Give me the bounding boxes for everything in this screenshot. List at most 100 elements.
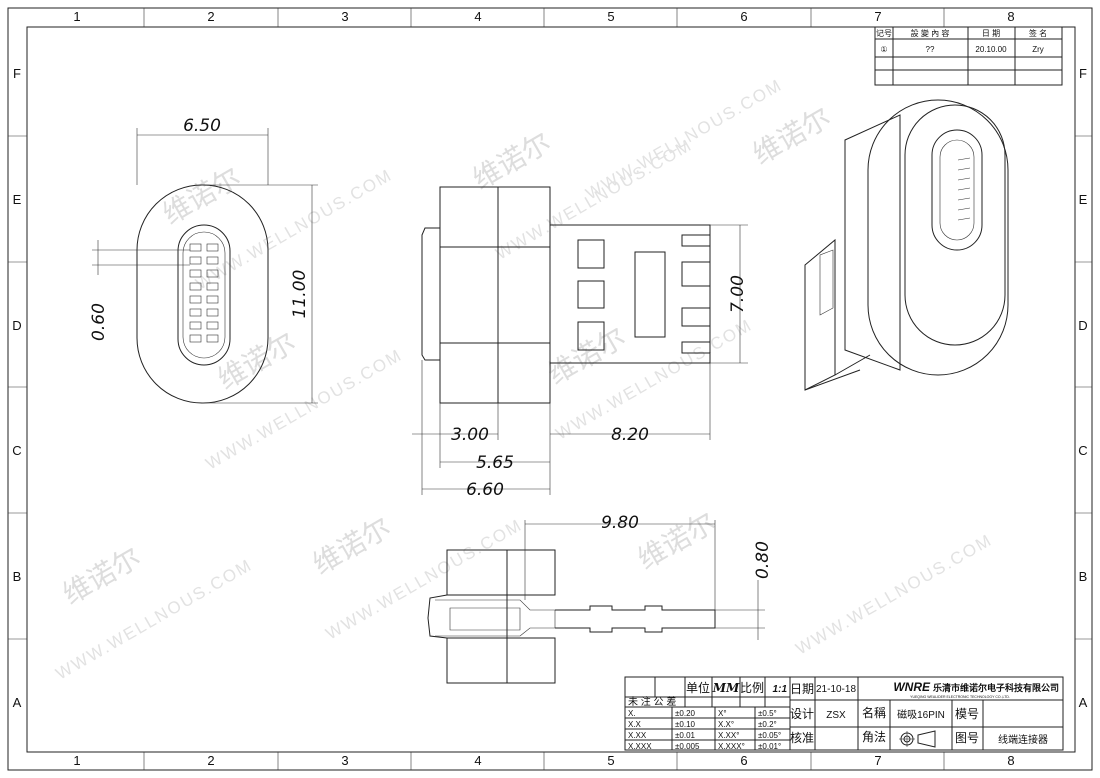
mold-label: 模号 [955,707,979,721]
zone-row-label: D [1078,318,1087,333]
tolerance-cell: ±0.5° [758,709,777,718]
pin-contact [206,282,219,291]
revision-cell: ① [880,45,887,54]
unit-value: MM [712,681,740,695]
tolerance-cell: ±0.01 [675,731,696,740]
revision-header: 設 變 內 容 [911,28,950,38]
front-view: 6.50 11.00 0.60 [89,116,318,404]
watermark-cn: 维诺尔 [57,540,146,611]
watermark-cn: 维诺尔 [212,325,301,396]
pin-contact [206,321,219,330]
revision-table: 记号 設 變 內 容 日 期 签 名 ① ?? 20.10.00 Zry [874,26,1063,86]
pin-contact [206,308,219,317]
company-name-en: YUEQING WEALIDER ELECTRONIC TECHNOLOGY C… [910,695,1010,699]
tolerance-label: 未 注 公 差 [628,695,676,708]
zone-row-label: C [1078,443,1087,458]
pin-contact [206,334,219,343]
pin-contact [189,256,202,265]
dimension-label: 0.80 [753,541,773,579]
tolerance-cell: X° [718,709,727,718]
dimension-label: 3.00 [451,425,489,445]
tolerance-cell: X.XXX° [718,742,745,751]
dimension-label: 5.65 [476,453,514,473]
watermark-cn: 维诺尔 [467,125,556,196]
zone-column-label: 4 [474,9,481,24]
revision-header: 记号 [876,29,892,38]
name-label: 名稱 [862,705,886,720]
zone-row-label: A [1079,695,1088,710]
dimension-label: 8.20 [611,425,649,445]
revision-header: 签 名 [1029,28,1047,38]
pin-contact [206,256,219,265]
tolerance-cell: X.X [628,720,642,729]
zone-row-label: C [12,443,21,458]
tolerance-cell: ±0.10 [675,720,696,729]
zone-column-label: 7 [874,9,881,24]
tolerance-cell: ±0.2° [758,720,777,729]
dimension-label: 6.60 [466,480,504,500]
zone-row-label: F [13,66,21,81]
outer-frame [7,7,1093,771]
revision-cell: ?? [926,45,935,54]
pin-contact [206,243,219,252]
scale-value: 1:1 [773,684,788,695]
side-view: 3.00 8.20 5.65 6.60 7.00 [412,186,748,500]
pin-contact [189,321,202,330]
pin-contact [189,308,202,317]
isometric-view [804,99,1009,391]
watermark-cn: 维诺尔 [157,160,246,231]
pin-contact [189,334,202,343]
scale-label: 比例 [740,681,764,695]
approve-label: 核准 [790,731,814,745]
dimension-label: 0.60 [89,303,109,341]
zone-column-label: 6 [740,753,747,768]
zone-row-label: E [13,192,22,207]
zone-column-label: 7 [874,753,881,768]
projection-label: 角法 [862,730,886,744]
tolerance-cell: X.XXX [628,742,652,751]
zone-column-label: 5 [607,753,614,768]
zone-column-label: 2 [207,753,214,768]
pin-contact [189,282,202,291]
zone-row-label: B [13,569,22,584]
zone-row-label: F [1079,66,1087,81]
zone-column-label: 3 [341,9,348,24]
tolerance-cell: X.XX [628,731,647,740]
name-value: 磁吸16PIN [897,708,945,721]
pin-contact [189,295,202,304]
tolerance-cell: ±0.01° [758,742,781,751]
zone-row-label: B [1079,569,1088,584]
watermark-url: WWW.WELLNOUS.COM [553,315,756,443]
tolerance-cell: X. [628,709,636,718]
revision-header: 日 期 [982,29,1000,38]
zone-column-label: 1 [73,9,80,24]
dimension-label: 9.80 [601,513,639,533]
inner-frame [26,26,1076,753]
dimension-label: 7.00 [728,275,748,313]
drawing-value: 线端连接器 [998,733,1048,746]
zone-column-label: 2 [207,9,214,24]
watermark-cn: 维诺尔 [307,510,396,581]
design-label: 设计 [790,707,814,721]
tolerance-cell: X.XX° [718,731,739,740]
pin-contact [206,269,219,278]
watermark-cn: 维诺尔 [747,100,836,171]
company-name: 乐清市维诺尔电子科技有限公司 [933,682,1059,693]
pin-contact [189,243,202,252]
date-label: 日期 [790,682,814,696]
tolerance-cell: X.X° [718,720,734,729]
dimension-label: 6.50 [183,116,221,136]
zone-column-label: 3 [341,753,348,768]
dimension-label: 11.00 [290,270,310,319]
zone-column-label: 1 [73,753,80,768]
zone-row-label: E [1079,192,1088,207]
drawing-label: 图号 [955,731,979,745]
tolerance-cell: ±0.05° [758,731,781,740]
revision-cell: 20.10.00 [975,45,1007,54]
watermark-url: WWW.WELLNOUS.COM [793,530,996,658]
date-value: 21-10-18 [816,684,856,695]
designer-value: ZSX [826,710,846,721]
watermark: 维诺尔 WWW.WELLNOUS.COM 维诺尔 WWW.WELLNOUS.CO… [53,75,996,683]
